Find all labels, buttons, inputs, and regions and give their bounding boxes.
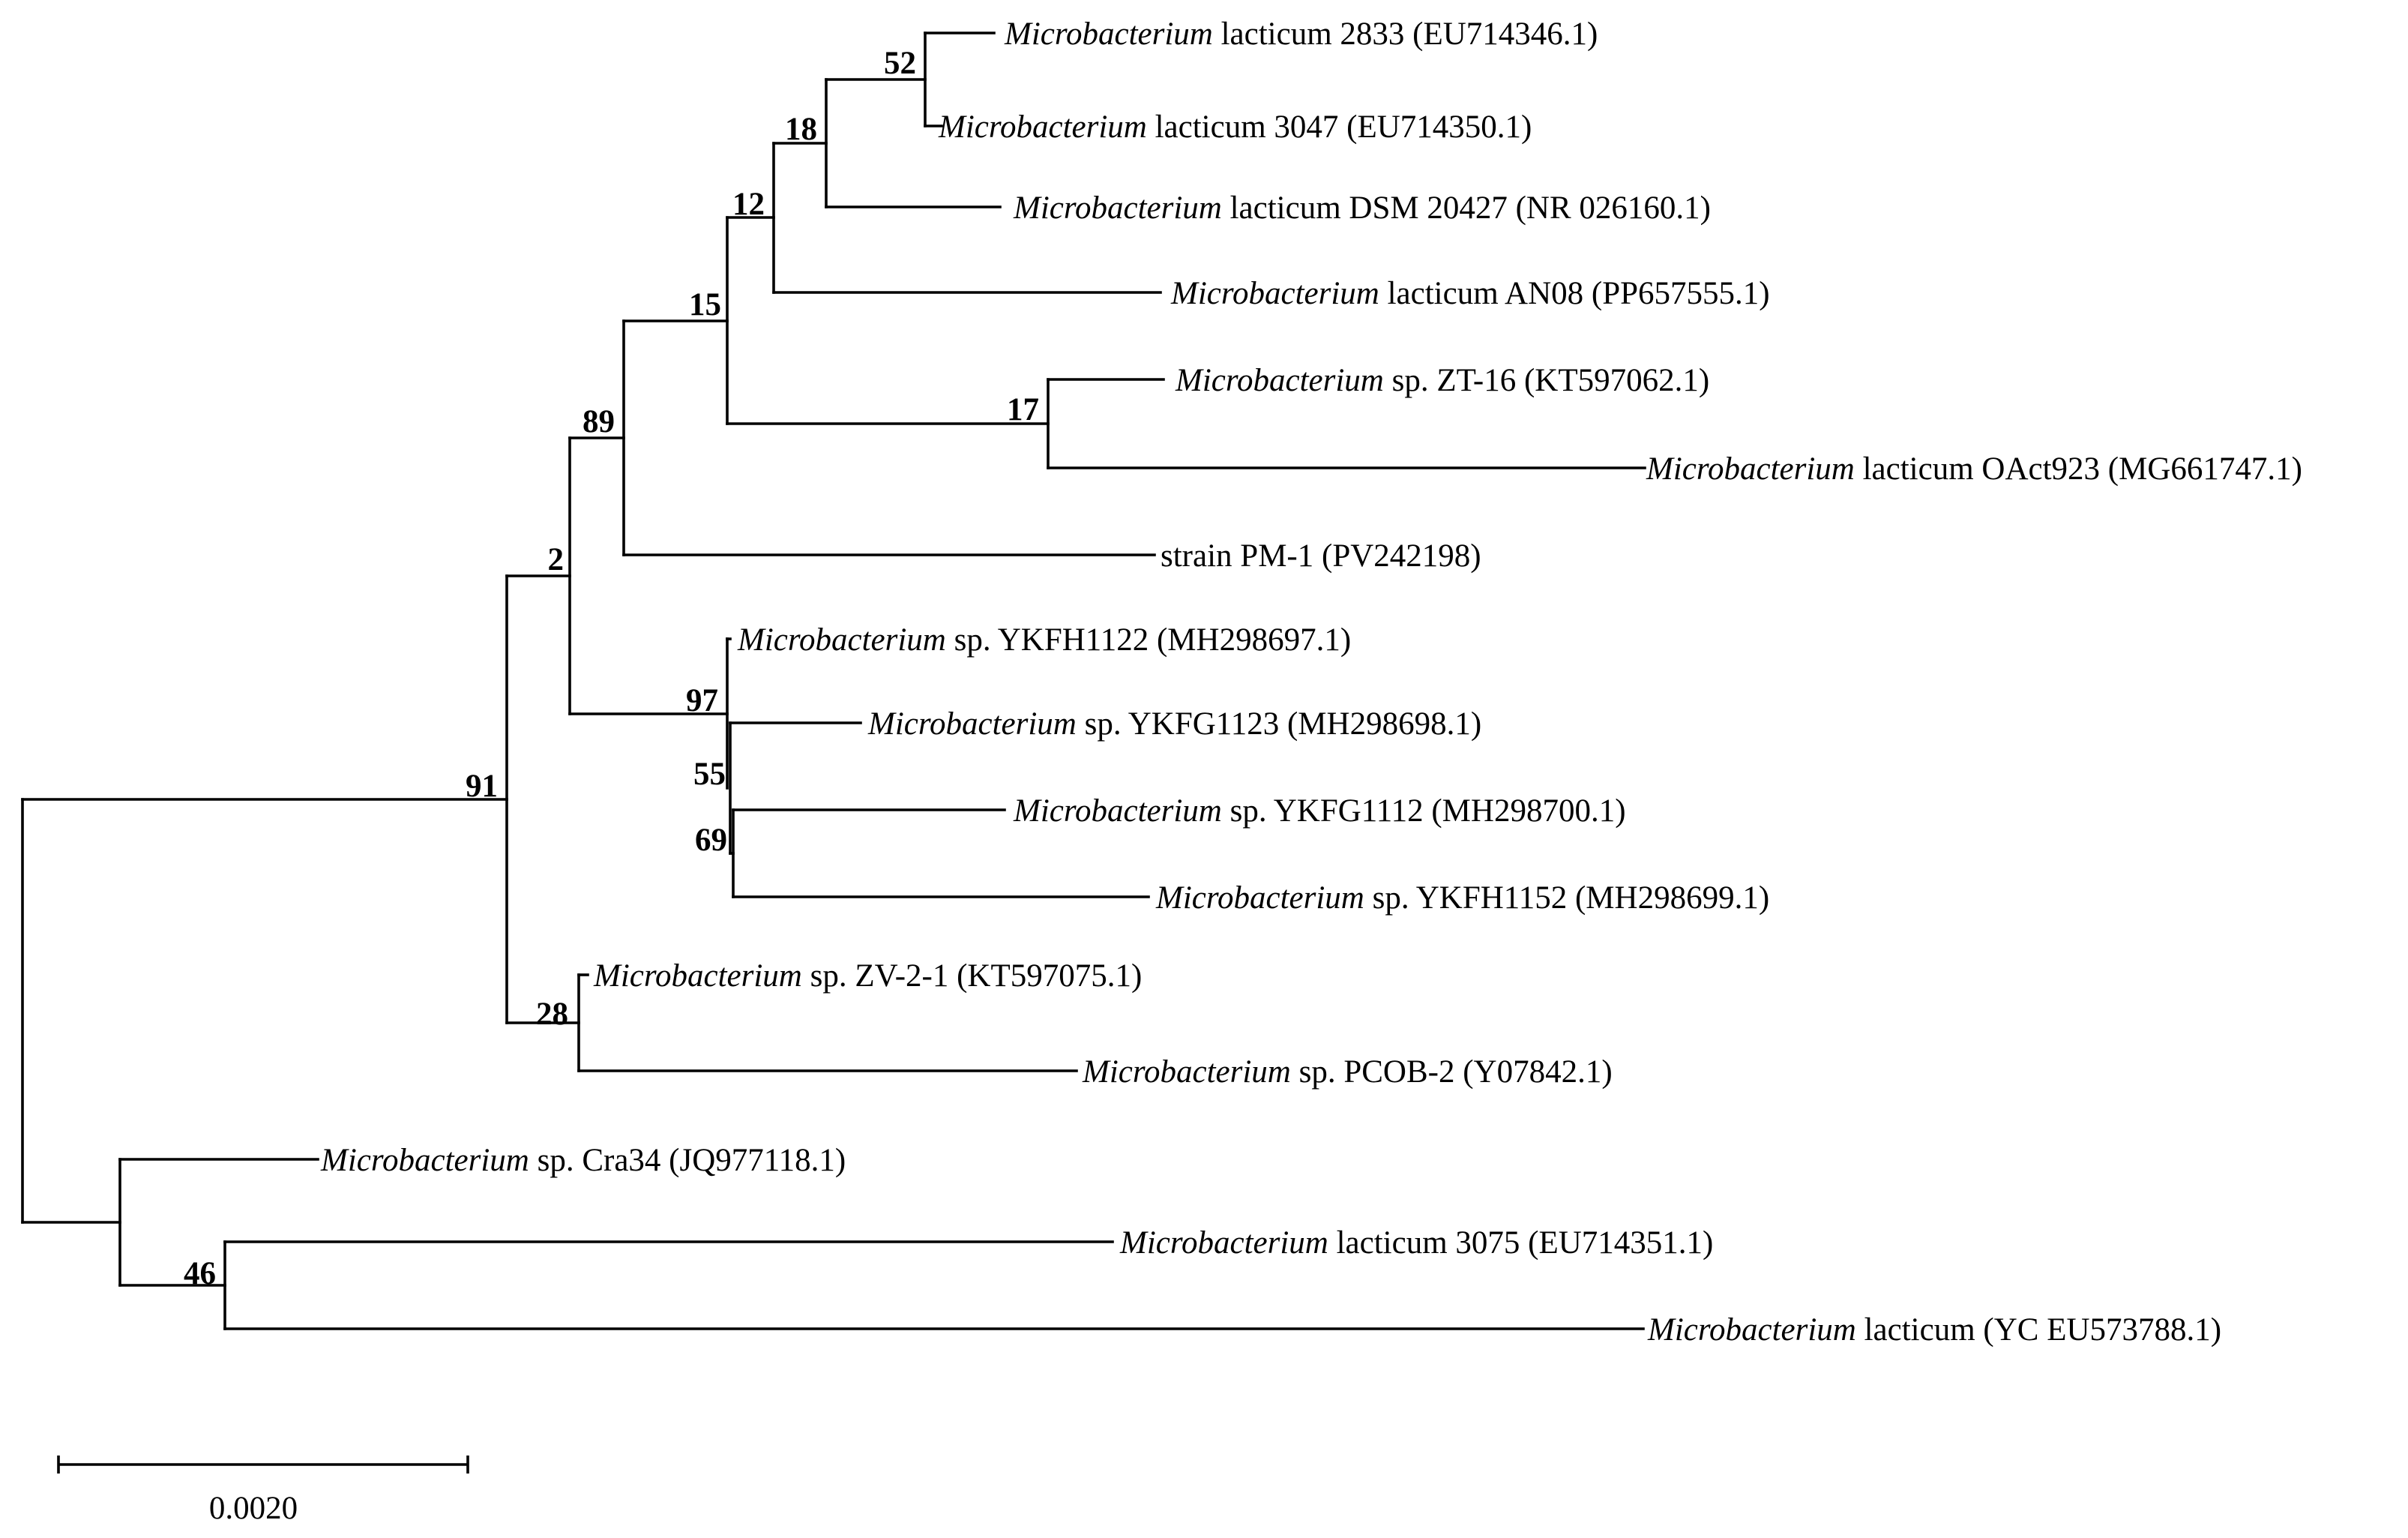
leaf-genus: Microbacterium (1646, 451, 1855, 487)
leaf-detail: sp. ZV-2-1 (KT597075.1) (802, 958, 1142, 994)
bootstrap-value: 18 (785, 112, 817, 147)
bootstrap-value: 52 (884, 46, 916, 81)
bootstrap-value: 2 (548, 542, 565, 577)
scale-bar-group: 0.0020 (57, 1456, 469, 1526)
leaf-label: Microbacterium lacticum (YC EU573788.1) (1647, 1312, 2221, 1348)
leaf-detail: sp. YKFH1152 (MH298699.1) (1364, 880, 1769, 916)
bootstrap-value: 46 (184, 1256, 216, 1291)
leaf-detail: lacticum 2833 (EU714346.1) (1213, 16, 1598, 52)
leaf-label: strain PM-1 (PV242198) (1161, 538, 1481, 574)
tree-labels: Microbacterium lacticum 2833 (EU714346.1… (320, 16, 2302, 1348)
bootstrap-value: 69 (695, 823, 727, 858)
leaf-label: Microbacterium lacticum 3047 (EU714350.1… (938, 109, 1532, 145)
leaf-label: Microbacterium sp. Cra34 (JQ977118.1) (320, 1143, 846, 1178)
bootstrap-value: 91 (466, 769, 498, 804)
leaf-genus: Microbacterium (1013, 793, 1222, 829)
leaf-label: Microbacterium sp. YKFG1123 (MH298698.1) (867, 706, 1481, 742)
leaf-label: Microbacterium lacticum DSM 20427 (NR 02… (1013, 190, 1711, 226)
bootstrap-value: 12 (732, 187, 765, 222)
bootstrap-value: 17 (1007, 392, 1039, 427)
leaf-genus: Microbacterium (737, 622, 946, 658)
leaf-genus: Microbacterium (320, 1143, 529, 1178)
leaf-detail: lacticum 3047 (EU714350.1) (1147, 109, 1532, 145)
leaf-label: Microbacterium sp. ZT-16 (KT597062.1) (1175, 363, 1709, 398)
leaf-label: Microbacterium sp. YKFH1122 (MH298697.1) (737, 622, 1351, 658)
bootstrap-value: 15 (689, 287, 721, 322)
leaf-label: Microbacterium lacticum OAct923 (MG66174… (1646, 451, 2302, 487)
leaf-genus: Microbacterium (1175, 363, 1384, 398)
tree-branches (21, 31, 1646, 1330)
leaf-genus: Microbacterium (1082, 1054, 1291, 1090)
leaf-detail: sp. ZT-16 (KT597062.1) (1384, 363, 1709, 398)
leaf-detail: lacticum AN08 (PP657555.1) (1379, 276, 1770, 311)
bootstrap-value: 97 (686, 683, 718, 718)
leaf-genus: Microbacterium (593, 958, 802, 994)
leaf-genus: Microbacterium (1013, 190, 1222, 226)
leaf-genus: Microbacterium (1155, 880, 1364, 916)
leaf-genus: Microbacterium (1004, 16, 1213, 52)
bootstrap-value: 55 (693, 757, 726, 792)
leaf-label: Microbacterium sp. ZV-2-1 (KT597075.1) (593, 958, 1142, 994)
leaf-detail: sp. YKFH1122 (MH298697.1) (946, 622, 1351, 658)
leaf-detail: lacticum DSM 20427 (NR 026160.1) (1222, 190, 1711, 226)
leaf-genus: Microbacterium (1119, 1225, 1328, 1261)
leaf-label: Microbacterium lacticum AN08 (PP657555.1… (1170, 276, 1770, 311)
scale-bar-label: 0.0020 (209, 1491, 298, 1526)
bootstrap-value: 89 (583, 404, 615, 439)
leaf-detail: lacticum OAct923 (MG661747.1) (1855, 451, 2302, 487)
leaf-genus: Microbacterium (867, 706, 1077, 742)
leaf-label: Microbacterium lacticum 3075 (EU714351.1… (1119, 1225, 1713, 1261)
leaf-genus: Microbacterium (1170, 276, 1379, 311)
leaf-detail: sp. YKFG1123 (MH298698.1) (1077, 706, 1481, 742)
leaf-genus: Microbacterium (1647, 1312, 1856, 1348)
leaf-genus: Microbacterium (938, 109, 1147, 145)
leaf-detail: sp. Cra34 (JQ977118.1) (529, 1143, 846, 1178)
leaf-label: Microbacterium sp. YKFH1152 (MH298699.1) (1155, 880, 1769, 916)
bootstrap-value: 28 (536, 997, 568, 1032)
leaf-detail: strain PM-1 (PV242198) (1161, 538, 1481, 574)
bootstrap-labels: 52 18 12 17 15 89 2 97 55 69 91 28 46 (184, 46, 1039, 1291)
leaf-detail: sp. YKFG1112 (MH298700.1) (1222, 793, 1626, 829)
leaf-detail: lacticum 3075 (EU714351.1) (1328, 1225, 1714, 1261)
leaf-label: Microbacterium lacticum 2833 (EU714346.1… (1004, 16, 1598, 52)
leaf-detail: lacticum (YC EU573788.1) (1856, 1312, 2221, 1348)
leaf-detail: sp. PCOB-2 (Y07842.1) (1291, 1054, 1613, 1090)
leaf-label: Microbacterium sp. PCOB-2 (Y07842.1) (1082, 1054, 1613, 1090)
leaf-label: Microbacterium sp. YKFG1112 (MH298700.1) (1013, 793, 1626, 829)
